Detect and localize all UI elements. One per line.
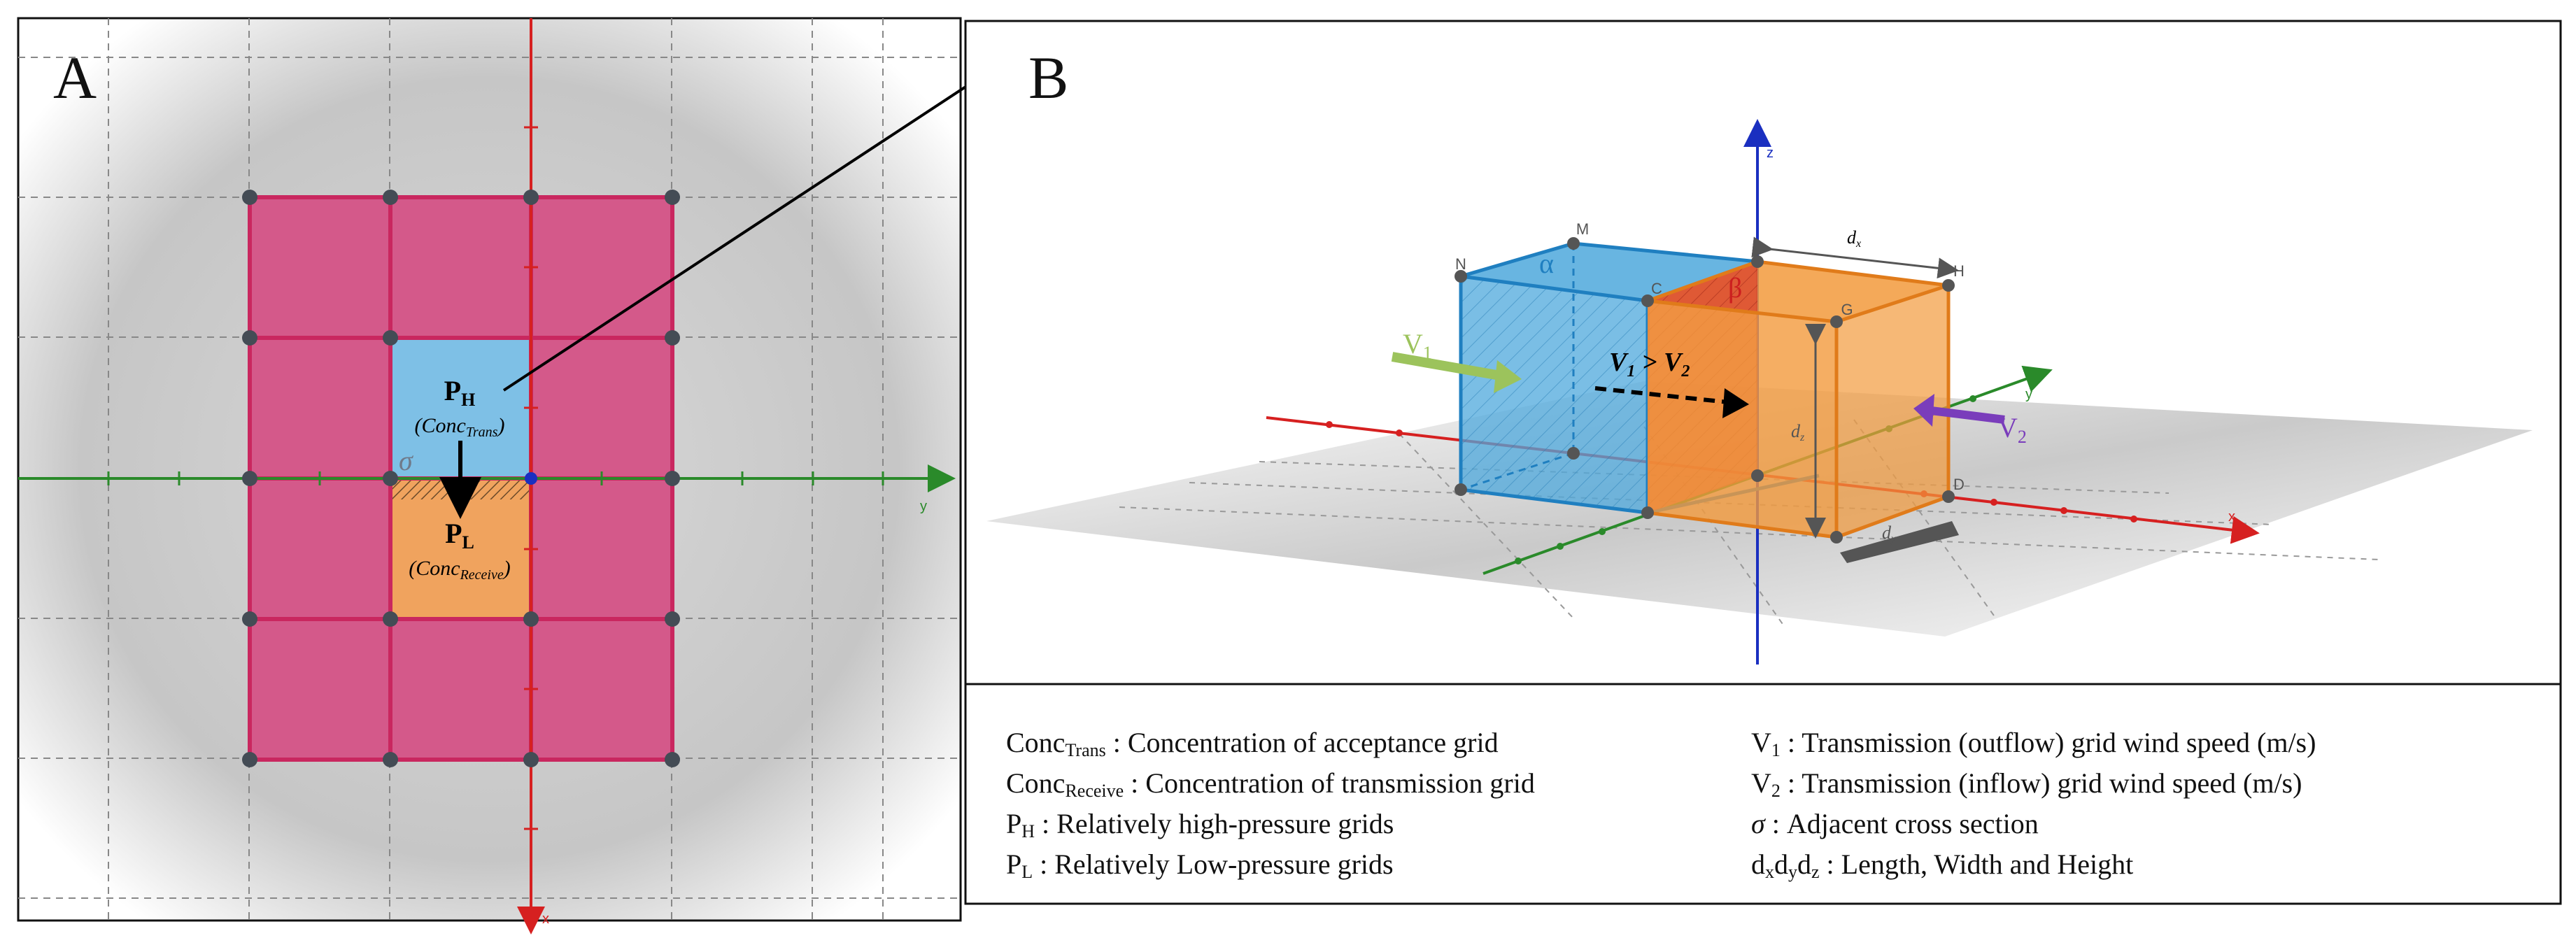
legend-conc-receive: ConcReceive : Concentration of transmiss… xyxy=(1006,767,1535,801)
point-d: D xyxy=(1953,476,1965,493)
pl-label: PL xyxy=(445,518,474,553)
legend: ConcTrans : Concentration of acceptance … xyxy=(968,691,2556,901)
svg-text:dz: dz xyxy=(1791,421,1805,443)
dz-dimension: dz xyxy=(1791,324,1826,539)
panel-a: y x PH (ConcTrans) PL (ConcReceive) σ A xyxy=(17,17,962,935)
dy-dimension: dy xyxy=(1840,521,1959,563)
panel-b-letter: B xyxy=(1028,44,1068,111)
svg-text:V1: V1 xyxy=(1403,328,1432,363)
conc-receive-label: (ConcReceive) xyxy=(409,557,511,583)
alpha-label: α xyxy=(1539,248,1554,279)
origin-node xyxy=(525,472,537,485)
v1-arrow: V1 xyxy=(1391,328,1522,393)
legend-v1: V1 : Transmission (outflow) grid wind sp… xyxy=(1751,727,2316,760)
svg-text:V1 > V2: V1 > V2 xyxy=(1609,348,1690,381)
svg-text:dx: dx xyxy=(1847,227,1861,250)
panel-a-x-label: x xyxy=(542,911,549,927)
legend-dims: dxdydz : Length, Width and Height xyxy=(1751,848,2134,882)
legend-conc-trans: ConcTrans : Concentration of acceptance … xyxy=(1006,727,1499,760)
sigma-label: σ xyxy=(399,445,413,476)
panel-b-y-label: y xyxy=(2025,387,2032,402)
panel-a-axis-ticks xyxy=(107,126,884,830)
velocity-relation: V1 > V2 xyxy=(1594,348,1749,418)
point-c: C xyxy=(1651,280,1662,297)
conc-trans-label: (ConcTrans) xyxy=(415,414,505,440)
point-m: M xyxy=(1576,220,1589,238)
point-h: H xyxy=(1953,262,1965,280)
panel-b: x y z xyxy=(964,20,2562,905)
svg-text:dy: dy xyxy=(1882,523,1897,545)
panel-b-z-label: z xyxy=(1767,145,1774,161)
point-g: G xyxy=(1841,301,1853,318)
zoom-connector xyxy=(502,62,1003,392)
point-n: N xyxy=(1455,255,1466,273)
ph-label: PH xyxy=(444,375,476,410)
dx-dimension: dx xyxy=(1751,227,1959,279)
beta-label: β xyxy=(1728,272,1742,304)
orange-box xyxy=(1647,260,1951,539)
legend-pl: PL : Relatively Low-pressure grids xyxy=(1006,848,1394,882)
v2-arrow: V2 xyxy=(1913,394,2027,447)
legend-ph: PH : Relatively high-pressure grids xyxy=(1006,808,1394,841)
panel-b-x-label: x xyxy=(2228,509,2235,525)
legend-v2: V2 : Transmission (inflow) grid wind spe… xyxy=(1751,767,2302,801)
panel-a-grid-nodes xyxy=(242,190,680,767)
svg-text:V2: V2 xyxy=(1997,412,2027,447)
panel-a-letter: A xyxy=(53,44,97,111)
legend-sigma: σ : Adjacent cross section xyxy=(1751,808,2039,839)
panel-a-y-label: y xyxy=(920,499,927,514)
